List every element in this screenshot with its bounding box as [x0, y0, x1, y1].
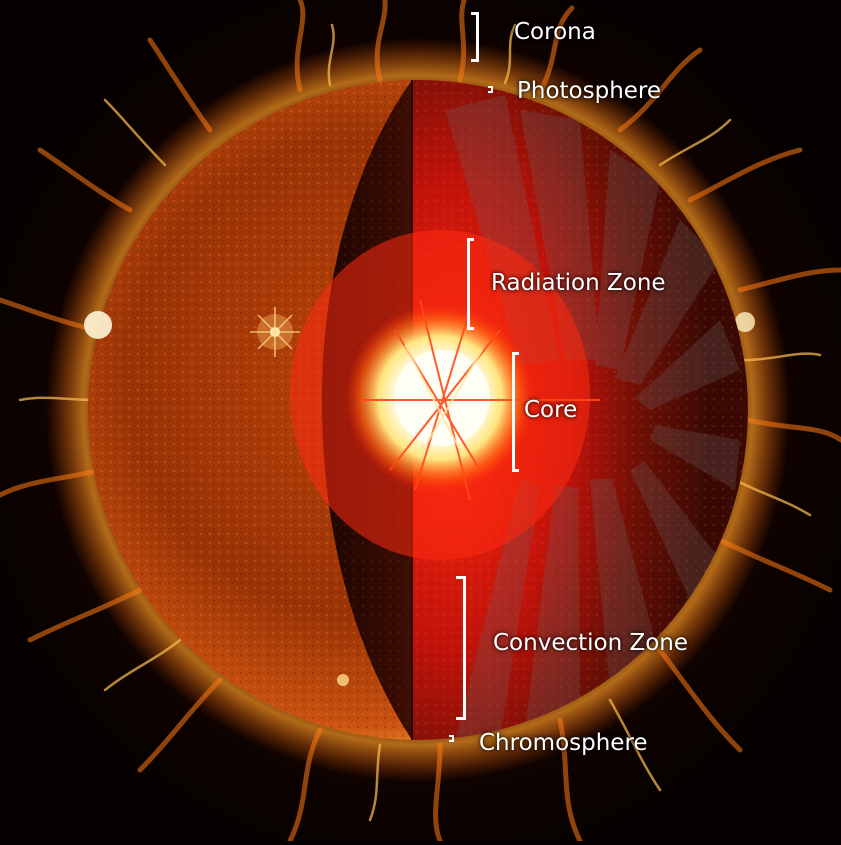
radiation-zone-label: Radiation Zone [491, 270, 666, 296]
chromosphere-marker [449, 735, 454, 742]
photosphere-marker [488, 86, 493, 93]
core-glow [290, 230, 600, 560]
convection-bands [445, 95, 740, 740]
core-label: Core [524, 397, 578, 423]
convection-zone-bracket [456, 576, 466, 720]
corona-label: Corona [514, 19, 596, 45]
convection-zone-label: Convection Zone [493, 630, 689, 656]
chromosphere-label: Chromosphere [479, 730, 648, 756]
radiation-zone-bracket [467, 238, 474, 330]
core-bracket [512, 352, 519, 472]
corona-bracket [471, 12, 479, 62]
photosphere-label: Photosphere [517, 78, 662, 104]
